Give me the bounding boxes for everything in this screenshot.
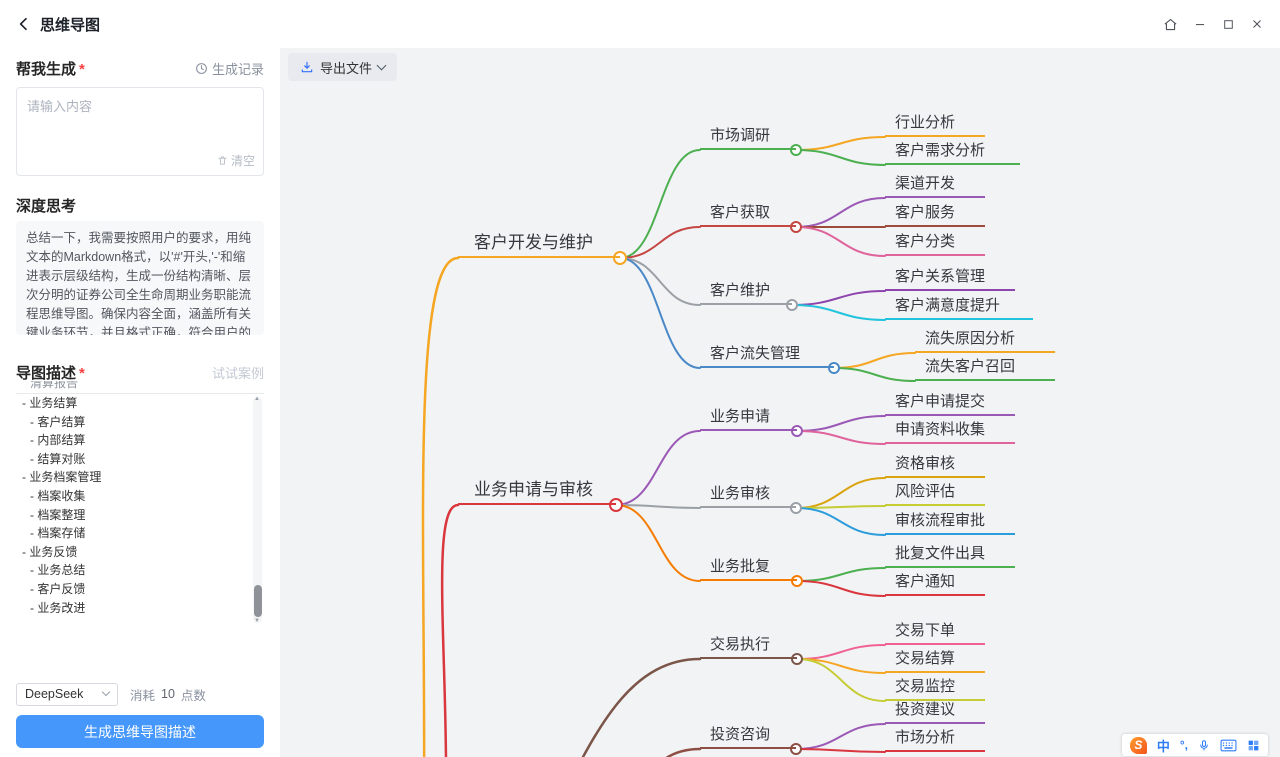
close-icon[interactable]: [1250, 17, 1264, 31]
mindmap-node[interactable]: 客户开发与维护: [458, 228, 620, 258]
trash-icon: [218, 156, 227, 165]
mindmap-node[interactable]: 客户需求分析: [885, 139, 1020, 165]
outline-line: - 档案整理: [30, 507, 86, 522]
mindmap-node[interactable]: 业务申请: [700, 403, 797, 431]
microphone-icon[interactable]: [1198, 738, 1210, 753]
outline-line: - 结算对账: [30, 451, 86, 466]
mindmap-node[interactable]: 审核流程审批: [885, 509, 1015, 535]
chevron-down-icon: [101, 687, 111, 697]
outline-line: - 业务结算: [22, 396, 78, 410]
required-asterisk: *: [79, 61, 85, 78]
titlebar: 思维导图: [0, 0, 1280, 48]
clear-button[interactable]: 清空: [217, 152, 255, 169]
mindmap-node[interactable]: 流失原因分析: [915, 327, 1055, 353]
help-generate-header: 帮我生成* 生成记录: [16, 58, 264, 79]
input-placeholder: 请输入内容: [27, 99, 93, 114]
grid-menu-icon[interactable]: [1247, 739, 1260, 752]
scroll-down-arrow[interactable]: ▼: [254, 618, 260, 624]
chevron-down-icon: [376, 60, 387, 70]
export-button[interactable]: 导出文件: [288, 53, 398, 81]
outline-line: - 业务反馈: [22, 544, 78, 559]
mindmap-node[interactable]: 交易执行: [700, 631, 797, 659]
required-asterisk: *: [79, 365, 85, 382]
deep-thinking-content: 总结一下，我需要按照用户的要求，用纯文本的Markdown格式，以'#'开头,'…: [16, 221, 264, 335]
mindmap-node[interactable]: 交易结算: [885, 647, 985, 673]
outline-line: - 业务档案管理: [22, 470, 102, 485]
scrollbar-thumb[interactable]: [253, 585, 262, 617]
mindmap-node[interactable]: 风险评估: [885, 480, 985, 506]
scroll-up-arrow[interactable]: ▲: [254, 396, 260, 402]
outline-line: - 档案收集: [30, 488, 86, 503]
mindmap-node[interactable]: 客户服务: [885, 201, 985, 227]
mindmap-node[interactable]: 客户申请提交: [885, 390, 1015, 416]
help-generate-title: 帮我生成*: [16, 61, 85, 78]
outline-line: - 业务总结: [30, 563, 86, 578]
outline-line: - 档案存储: [30, 526, 86, 541]
ime-toolbar[interactable]: S 中 °,: [1121, 734, 1268, 756]
model-select-value: DeepSeek: [25, 687, 84, 701]
mindmap-node[interactable]: 客户关系管理: [885, 265, 1015, 291]
history-label: 生成记录: [211, 62, 264, 77]
mindmap-node[interactable]: 客户分类: [885, 230, 985, 256]
back-chevron-icon: [19, 17, 27, 31]
model-select[interactable]: DeepSeek: [16, 682, 118, 706]
mindmap-node[interactable]: 客户流失管理: [700, 340, 834, 368]
deep-thinking-title: 深度思考: [16, 198, 77, 215]
mindmap-node[interactable]: 投资咨询: [700, 721, 796, 749]
mindmap-node[interactable]: 交易下单: [885, 619, 985, 645]
clear-label: 清空: [230, 154, 255, 168]
outline-clipped-line: 清算报告: [30, 381, 79, 390]
try-example-link[interactable]: 试试案例: [211, 366, 264, 381]
back-button[interactable]: 思维导图: [16, 14, 100, 35]
mindmap-node[interactable]: 业务申请与审核: [458, 475, 616, 505]
maximize-icon[interactable]: [1222, 18, 1235, 31]
ime-language-toggle[interactable]: 中: [1156, 738, 1170, 754]
description-editor[interactable]: - 业务结算 - 客户结算 - 内部结算 - 结算对账 - 业务档案管理 - 档案收集 - …: [16, 393, 264, 626]
outline-line: - 业务改进: [30, 600, 86, 615]
mindmap-node[interactable]: 市场分析: [885, 726, 985, 752]
download-icon: [301, 61, 313, 73]
outline-line: - 客户结算: [30, 414, 86, 429]
outline-list: - 业务结算 - 客户结算 - 内部结算 - 结算对账 - 业务档案管理 - 档案收集 - …: [16, 394, 264, 617]
export-label: 导出文件: [320, 60, 373, 76]
page-title: 思维导图: [40, 16, 101, 34]
home-icon[interactable]: [1163, 17, 1178, 32]
mindmap-node[interactable]: 渠道开发: [885, 172, 985, 198]
scrollbar[interactable]: ▲ ▼: [253, 396, 262, 624]
generation-history-button[interactable]: 生成记录: [195, 59, 264, 78]
generate-mindmap-button[interactable]: 生成思维导图描述: [16, 715, 264, 748]
content-input[interactable]: 请输入内容 清空: [16, 87, 264, 176]
minimize-icon[interactable]: [1193, 17, 1207, 31]
ime-logo-icon[interactable]: S: [1129, 736, 1147, 754]
outline-line: - 客户反馈: [30, 581, 86, 596]
mindmap-node[interactable]: 客户维护: [700, 277, 792, 305]
mindmap-node[interactable]: 流失客户召回: [915, 355, 1055, 381]
window-controls: [1163, 17, 1264, 32]
mindmap-node[interactable]: 客户通知: [885, 570, 985, 596]
mindmap-node[interactable]: 客户获取: [700, 199, 796, 227]
mindmap-node[interactable]: 投资建议: [885, 698, 985, 724]
mindmap-node[interactable]: 市场调研: [700, 122, 796, 150]
mindmap-node[interactable]: 业务审核: [700, 480, 796, 508]
clock-icon: [196, 63, 207, 74]
ime-punctuation-toggle[interactable]: °,: [1179, 738, 1188, 752]
map-description-title: 导图描述*: [16, 365, 85, 382]
keyboard-icon[interactable]: [1220, 739, 1237, 752]
mindmap-node[interactable]: 批复文件出具: [885, 542, 1015, 568]
sidebar: 帮我生成* 生成记录 请输入内容 清空 深度思考 总结一下，我需要按照用户的要求…: [0, 48, 280, 757]
mindmap-node[interactable]: 业务批复: [700, 553, 797, 581]
map-description-header: 导图描述* 试试案例: [16, 362, 264, 383]
mindmap-node[interactable]: 交易监控: [885, 675, 985, 701]
mindmap-node[interactable]: 客户满意度提升: [885, 294, 1033, 320]
mindmap-node[interactable]: 资格审核: [885, 452, 985, 478]
mindmap-node[interactable]: 行业分析: [885, 111, 985, 137]
outline-line: - 内部结算: [30, 433, 86, 448]
mindmap-node[interactable]: 申请资料收集: [885, 418, 1015, 444]
